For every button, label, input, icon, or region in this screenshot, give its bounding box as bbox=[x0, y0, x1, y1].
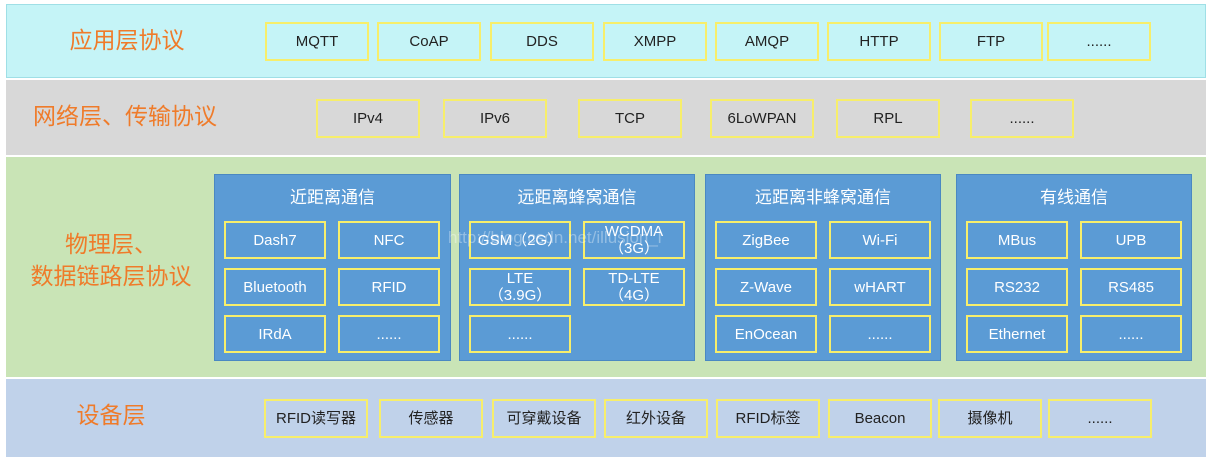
physical-layer: 物理层、 数据链路层协议 近距离通信 Dash7 NFC Bluetooth R… bbox=[6, 157, 1206, 377]
panel-title: 远距离非蜂窝通信 bbox=[755, 188, 891, 208]
network-layer: 网络层、传输协议 IPv4 IPv6 TCP 6LoWPAN RPL .....… bbox=[6, 80, 1206, 155]
device-layer-title: 设备层 bbox=[76, 403, 146, 429]
protocol-whart: wHART bbox=[829, 268, 931, 306]
panel-title: 近距离通信 bbox=[290, 188, 375, 208]
protocol-rs232: RS232 bbox=[966, 268, 1068, 306]
protocol-more: ...... bbox=[1080, 315, 1182, 353]
protocol-amqp: AMQP bbox=[715, 22, 819, 61]
protocol-rfid: RFID bbox=[338, 268, 440, 306]
protocol-bluetooth: Bluetooth bbox=[224, 268, 326, 306]
protocol-http: HTTP bbox=[827, 22, 931, 61]
protocol-more: ...... bbox=[1047, 22, 1151, 61]
short-range-panel: 近距离通信 Dash7 NFC Bluetooth RFID IRdA ....… bbox=[214, 174, 451, 361]
protocol-upb: UPB bbox=[1080, 221, 1182, 259]
panel-title: 有线通信 bbox=[1040, 188, 1108, 208]
protocol-rpl: RPL bbox=[836, 99, 940, 138]
protocol-6lowpan: 6LoWPAN bbox=[710, 99, 814, 138]
protocol-irda: IRdA bbox=[224, 315, 326, 353]
device-wearable: 可穿戴设备 bbox=[492, 399, 596, 438]
protocol-more: ...... bbox=[970, 99, 1074, 138]
protocol-td-lte: TD-LTE （4G） bbox=[583, 268, 685, 306]
network-layer-title: 网络层、传输协议 bbox=[33, 104, 217, 130]
protocol-coap: CoAP bbox=[377, 22, 481, 61]
physical-layer-title: 物理层、 数据链路层协议 bbox=[30, 232, 192, 290]
protocol-wifi: Wi-Fi bbox=[829, 221, 931, 259]
device-beacon: Beacon bbox=[828, 399, 932, 438]
device-sensor: 传感器 bbox=[379, 399, 483, 438]
watermark: http://blog.csdn.net/illusion_l bbox=[448, 228, 662, 247]
panel-title: 远距离蜂窝通信 bbox=[517, 188, 637, 208]
application-layer-title: 应用层协议 bbox=[69, 28, 185, 54]
wired-panel: 有线通信 MBus UPB RS232 RS485 Ethernet .....… bbox=[956, 174, 1192, 361]
protocol-ethernet: Ethernet bbox=[966, 315, 1068, 353]
protocol-z-wave: Z-Wave bbox=[715, 268, 817, 306]
protocol-ftp: FTP bbox=[939, 22, 1043, 61]
protocol-xmpp: XMPP bbox=[603, 22, 707, 61]
protocol-rs485: RS485 bbox=[1080, 268, 1182, 306]
protocol-dash7: Dash7 bbox=[224, 221, 326, 259]
protocol-wcdma: WCDMA （3G） bbox=[583, 221, 685, 259]
protocol-more: ...... bbox=[338, 315, 440, 353]
protocol-more: ...... bbox=[469, 315, 571, 353]
protocol-mbus: MBus bbox=[966, 221, 1068, 259]
protocol-gsm: GSM（2G） bbox=[469, 221, 571, 259]
protocol-lte: LTE （3.9G） bbox=[469, 268, 571, 306]
non-cellular-panel: 远距离非蜂窝通信 ZigBee Wi-Fi Z-Wave wHART EnOce… bbox=[705, 174, 941, 361]
protocol-nfc: NFC bbox=[338, 221, 440, 259]
device-layer: 设备层 RFID读写器 传感器 可穿戴设备 红外设备 RFID标签 Beacon… bbox=[6, 379, 1206, 457]
protocol-enocean: EnOcean bbox=[715, 315, 817, 353]
device-infrared: 红外设备 bbox=[604, 399, 708, 438]
application-layer: 应用层协议 MQTT CoAP DDS XMPP AMQP HTTP FTP .… bbox=[6, 4, 1206, 78]
protocol-dds: DDS bbox=[490, 22, 594, 61]
device-rfid-tag: RFID标签 bbox=[716, 399, 820, 438]
device-camera: 摄像机 bbox=[938, 399, 1042, 438]
protocol-more: ...... bbox=[829, 315, 931, 353]
protocol-ipv6: IPv6 bbox=[443, 99, 547, 138]
protocol-ipv4: IPv4 bbox=[316, 99, 420, 138]
protocol-tcp: TCP bbox=[578, 99, 682, 138]
device-rfid-reader: RFID读写器 bbox=[264, 399, 368, 438]
protocol-mqtt: MQTT bbox=[265, 22, 369, 61]
cellular-panel: 远距离蜂窝通信 GSM（2G） WCDMA （3G） LTE （3.9G） TD… bbox=[459, 174, 695, 361]
device-more: ...... bbox=[1048, 399, 1152, 438]
protocol-zigbee: ZigBee bbox=[715, 221, 817, 259]
